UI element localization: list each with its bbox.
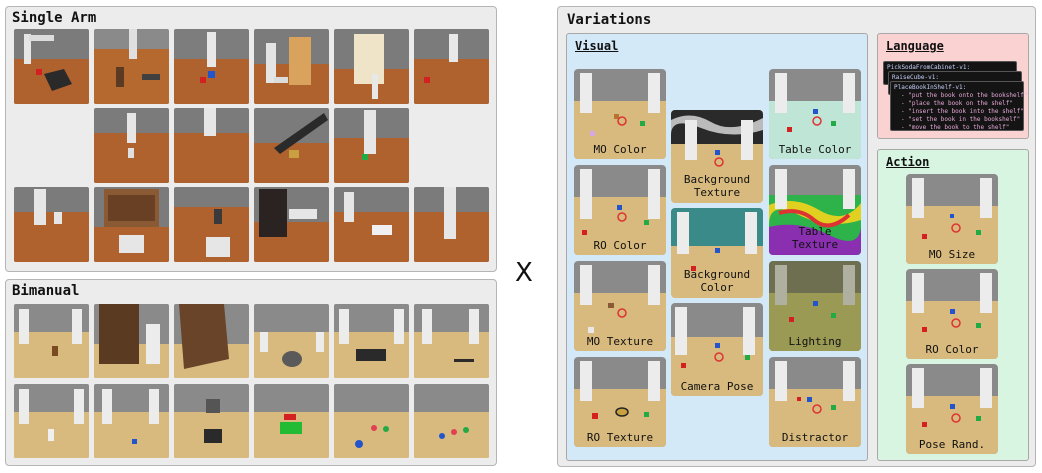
terminal-task-name: RaiseCube-v1: [892, 74, 939, 81]
visual-cell-label: Camera Pose [680, 380, 754, 393]
language-section: Language PickSodaFromCabinet-v1: RaiseCu… [877, 33, 1029, 139]
bimanual-task-thumbnail [14, 304, 89, 378]
ro-color-image [574, 165, 666, 255]
visual-cell-mo-color: MO Color [574, 69, 666, 159]
visual-cell-mo-texture: MO Texture [574, 261, 666, 351]
bimanual-task-thumbnail [254, 304, 329, 378]
background-texture-image [671, 110, 763, 203]
single-arm-task-thumbnail [174, 108, 249, 183]
single-arm-task-thumbnail [254, 29, 329, 104]
instruction-line: - "put the book onto the bookshelf" [901, 92, 1028, 99]
visual-cell-label: RO Color [593, 239, 647, 252]
single-arm-task-thumbnail [14, 29, 89, 104]
bimanual-task-thumbnail [414, 304, 489, 378]
single-arm-task-thumbnail [334, 187, 409, 262]
bimanual-task-thumbnail [174, 384, 249, 458]
times-symbol: X [515, 258, 533, 288]
visual-cell-camera-pose: Camera Pose [671, 303, 763, 396]
bimanual-task-thumbnail [14, 384, 89, 458]
language-title: Language [886, 39, 944, 53]
instruction-line: - "move the book to the shelf" [901, 124, 1010, 131]
visual-cell-ro-color: RO Color [574, 165, 666, 255]
bimanual-task-thumbnail [94, 384, 169, 458]
background-color-image [671, 208, 763, 298]
single-arm-task-thumbnail [174, 29, 249, 104]
mo-size-image [906, 174, 998, 264]
single-arm-task-thumbnail [94, 108, 169, 183]
single-arm-title: Single Arm [12, 10, 97, 26]
single-arm-task-thumbnail [414, 29, 489, 104]
table-color-image [769, 69, 861, 159]
action-cell-pose-rand: Pose Rand. [906, 364, 998, 454]
action-cell-mo-size: MO Size [906, 174, 998, 264]
bimanual-title: Bimanual [12, 283, 80, 299]
visual-cell-ro-texture: RO Texture [574, 357, 666, 447]
bimanual-task-thumbnail [334, 384, 409, 458]
distractor-image [769, 357, 861, 447]
visual-cell-label: Distractor [781, 431, 849, 444]
single-arm-task-thumbnail [14, 187, 89, 262]
visual-title: Visual [575, 39, 619, 53]
bimanual-panel: Bimanual [5, 279, 497, 466]
action-cell-label: Pose Rand. [918, 438, 986, 451]
ro-texture-image [574, 357, 666, 447]
lighting-image [769, 261, 861, 351]
mo-texture-image [574, 261, 666, 351]
visual-cell-distractor: Distractor [769, 357, 861, 447]
instruction-line: - "place the book on the shelf" [901, 100, 1013, 107]
camera-pose-image [671, 303, 763, 396]
variations-panel: Variations Visual MO Color RO Color MO T… [557, 6, 1036, 467]
visual-cell-label: MO Texture [586, 335, 654, 348]
terminal-task-name: PickSodaFromCabinet-v1: [887, 64, 971, 71]
variations-title: Variations [567, 12, 652, 28]
instruction-line: - "set the book in the bookshelf" [901, 116, 1021, 123]
pose-rand-image [906, 364, 998, 454]
bimanual-task-thumbnail [254, 384, 329, 458]
action-section: Action MO Size RO Color Pose Rand. [877, 149, 1029, 461]
single-arm-task-thumbnail [254, 108, 329, 183]
single-arm-task-thumbnail [334, 108, 409, 183]
single-arm-task-thumbnail [334, 29, 409, 104]
mo-color-image [574, 69, 666, 159]
bimanual-task-thumbnail [334, 304, 409, 378]
visual-cell-label: RO Texture [586, 431, 654, 444]
visual-cell-lighting: Lighting [769, 261, 861, 351]
action-cell-ro-color: RO Color [906, 269, 998, 359]
visual-cell-label: Lighting [788, 335, 842, 348]
ro-color-action-image [906, 269, 998, 359]
action-cell-label: RO Color [925, 343, 979, 356]
table-texture-image [769, 165, 861, 255]
terminal-window-3: PlaceBookInShelf-v1: - "put the book ont… [890, 81, 1028, 131]
visual-cell-label: MO Color [593, 143, 647, 156]
single-arm-task-thumbnail [174, 187, 249, 262]
single-arm-task-thumbnail [94, 29, 169, 104]
visual-cell-label: Table Color [778, 143, 852, 156]
instruction-line: - "insert the book into the shelf" [901, 108, 1024, 115]
single-arm-panel: Single Arm [5, 6, 497, 272]
single-arm-task-thumbnail [414, 187, 489, 262]
action-title: Action [886, 155, 930, 169]
bimanual-task-thumbnail [94, 304, 169, 378]
single-arm-task-thumbnail [254, 187, 329, 262]
visual-section: Visual MO Color RO Color MO Texture RO T… [566, 33, 868, 461]
visual-cell-table-color: Table Color [769, 69, 861, 159]
terminal-task-name: PlaceBookInShelf-v1: [894, 84, 967, 91]
single-arm-task-thumbnail [94, 187, 169, 262]
bimanual-task-thumbnail [414, 384, 489, 458]
action-cell-label: MO Size [928, 248, 976, 261]
bimanual-task-thumbnail [174, 304, 249, 378]
